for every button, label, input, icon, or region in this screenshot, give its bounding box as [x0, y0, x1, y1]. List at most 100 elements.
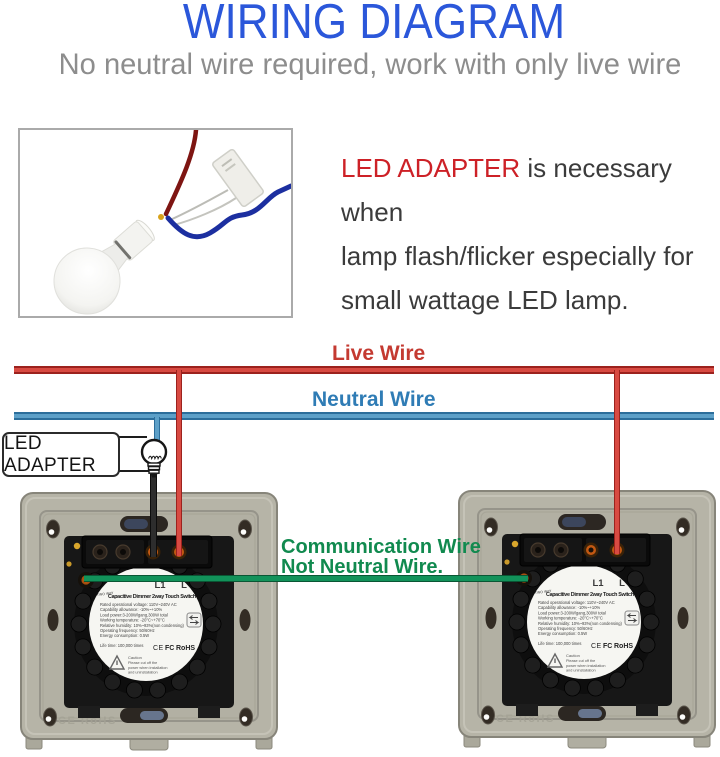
svg-text:Caution: Caution: [128, 655, 142, 660]
led-bulb-photo-panel: [18, 127, 294, 318]
gold-contact: [66, 561, 72, 567]
terminal-l-label: L: [619, 578, 625, 589]
warning-triangle-icon: [108, 654, 126, 670]
svg-text:Load power:3-200W/gang,300W to: Load power:3-200W/gang,300W total: [538, 610, 606, 615]
communication-wire-label: Communication Wire Not Neutral Wire.: [281, 536, 481, 578]
dimmer-switch-back: CE RoHS L1 L TWO WAY Capacitive Dimmer 2…: [458, 490, 716, 749]
label-specs: Rated operational voltage: 110V~240V AC …: [538, 600, 622, 636]
live-drop-wire-right: [614, 370, 620, 554]
embossed-ce-rohs: CE RoHS: [496, 713, 555, 725]
svg-text:Capability allowance: -10%~+1: Capability allowance: -10%~+10%: [538, 605, 600, 610]
callout-line-top: [119, 436, 147, 438]
fcc-mark: FC: [603, 643, 612, 650]
svg-text:Relative humidity: 10%~93%(no: Relative humidity: 10%~93%(non condensin…: [538, 621, 622, 626]
screw-hole: [238, 519, 252, 539]
ce-mark: CE: [153, 645, 164, 652]
adapter-note-line3: small wattage LED lamp.: [341, 285, 629, 315]
svg-text:power when installation: power when installation: [566, 664, 605, 668]
bottom-slot: [558, 706, 606, 721]
terminal-l1-port: [583, 542, 599, 558]
label-life-time: Life time: 100,000 times: [100, 643, 143, 648]
adapter-note-line2: lamp flash/flicker especially for: [341, 241, 694, 271]
screw-hole: [676, 517, 690, 537]
adapter-note-highlight: LED ADAPTER: [341, 153, 521, 183]
screw-hole: [239, 707, 253, 727]
embossed-ce-rohs: CE RoHS: [58, 715, 117, 727]
dimmer-switch-back: CE RoHS L1 L TWO WAY Capacitive Dimmer 2…: [20, 492, 278, 751]
svg-text:Working temperature: -20°C~+7: Working temperature: -20°C~+70°C: [100, 618, 165, 623]
caution-block: Caution Please cut off the power when in…: [108, 654, 167, 675]
spec-label-disc: [527, 565, 641, 679]
svg-text:Energy consumption: 0.5W: Energy consumption: 0.5W: [538, 631, 587, 636]
gold-contact: [511, 540, 519, 548]
adapter-note: LED ADAPTER is necessary when lamp flash…: [341, 146, 711, 322]
caution-block: Caution Please cut off the power when in…: [546, 652, 605, 673]
screw-hole: [46, 519, 60, 539]
led-bulb: [53, 247, 121, 315]
screw-hole: [677, 705, 691, 725]
neutral-drop-wire: [154, 417, 160, 443]
adapter-note-line1: LED ADAPTER is necessary when: [341, 153, 672, 227]
live-wire: [14, 366, 714, 374]
svg-text:Rated operational voltage: 11: Rated operational voltage: 110V~240V AC: [538, 600, 615, 605]
svg-text:Caution: Caution: [566, 653, 580, 658]
svg-text:Rated operational voltage: 11: Rated operational voltage: 110V~240V AC: [100, 602, 177, 607]
label-title: Capacitive Dimmer 2way Touch Switch: [108, 594, 196, 600]
side-slot: [239, 609, 251, 631]
svg-text:Operating frequency: 50/60Hz: Operating frequency: 50/60Hz: [538, 626, 593, 631]
page-title: WIRING DIAGRAM: [182, 0, 566, 49]
bulb-icon: [140, 438, 168, 478]
side-slot: [485, 607, 497, 629]
terminal-l1-label: L1: [154, 580, 166, 591]
top-slot: [120, 516, 168, 532]
dimmer-switch-left: CE RoHS L1 L TWO WAY Capacitive Dimmer 2…: [20, 492, 278, 752]
adapter-lead-wire: [173, 197, 237, 226]
bottom-slot: [120, 708, 168, 723]
dimmer-switch-right: CE RoHS L1 L TWO WAY Capacitive Dimmer 2…: [458, 490, 716, 750]
svg-text:Load power:3-200W/gang,300W to: Load power:3-200W/gang,300W total: [100, 612, 168, 617]
live-wire-label: Live Wire: [332, 342, 426, 365]
communication-wire: [84, 575, 528, 582]
blue-wire-photo: [165, 183, 294, 240]
wire-junction: [158, 214, 164, 220]
screw-hole: [481, 705, 495, 725]
two-way-icon: [624, 610, 640, 626]
ce-mark: CE: [591, 643, 602, 650]
top-slot: [558, 514, 606, 530]
neutral-wire: [14, 412, 714, 420]
label-brand: TWO WAY: [97, 591, 115, 597]
bulb-assembly: [53, 219, 155, 315]
svg-text:and uninstallation: and uninstallation: [128, 671, 158, 675]
two-way-icon: [186, 612, 202, 628]
led-adapter-component: [212, 148, 264, 208]
gold-contact: [504, 559, 510, 565]
svg-text:Capability allowance: -10%~+1: Capability allowance: -10%~+10%: [100, 607, 162, 612]
svg-text:Relative humidity: 10%~93%(no: Relative humidity: 10%~93%(non condensin…: [100, 623, 184, 628]
side-slot: [47, 609, 59, 631]
svg-text:Operating frequency: 50/60Hz: Operating frequency: 50/60Hz: [100, 628, 155, 633]
gold-contact: [73, 542, 81, 550]
adapter-lead-wire: [169, 189, 229, 221]
svg-text:Energy consumption: 0.5W: Energy consumption: 0.5W: [100, 633, 149, 638]
warning-triangle-icon: [546, 652, 564, 668]
terminal-l1-label: L1: [592, 578, 604, 589]
label-life-time: Life time: 100,000 times: [538, 641, 581, 646]
terminal-l-label: L: [181, 580, 187, 591]
led-bulb-photo: [53, 127, 294, 315]
label-title: Capacitive Dimmer 2way Touch Switch: [546, 592, 634, 598]
side-slot: [677, 607, 689, 629]
svg-text:Please cut off the: Please cut off the: [128, 661, 157, 665]
live-drop-wire-left: [176, 370, 182, 556]
lamp-wire: [150, 474, 157, 557]
terminal-block: [519, 533, 651, 567]
led-adapter-label-box: LED ADAPTER: [2, 432, 120, 477]
fcc-mark: FC: [165, 645, 174, 652]
screw-hole: [43, 707, 57, 727]
svg-text:Please cut off the: Please cut off the: [566, 659, 595, 663]
svg-text:Working temperature: -20°C~+7: Working temperature: -20°C~+70°C: [538, 616, 603, 621]
label-brand: TWO WAY: [535, 589, 553, 595]
neutral-wire-label: Neutral Wire: [312, 388, 436, 411]
terminal-block: [81, 535, 213, 569]
callout-line-bottom: [119, 470, 150, 472]
